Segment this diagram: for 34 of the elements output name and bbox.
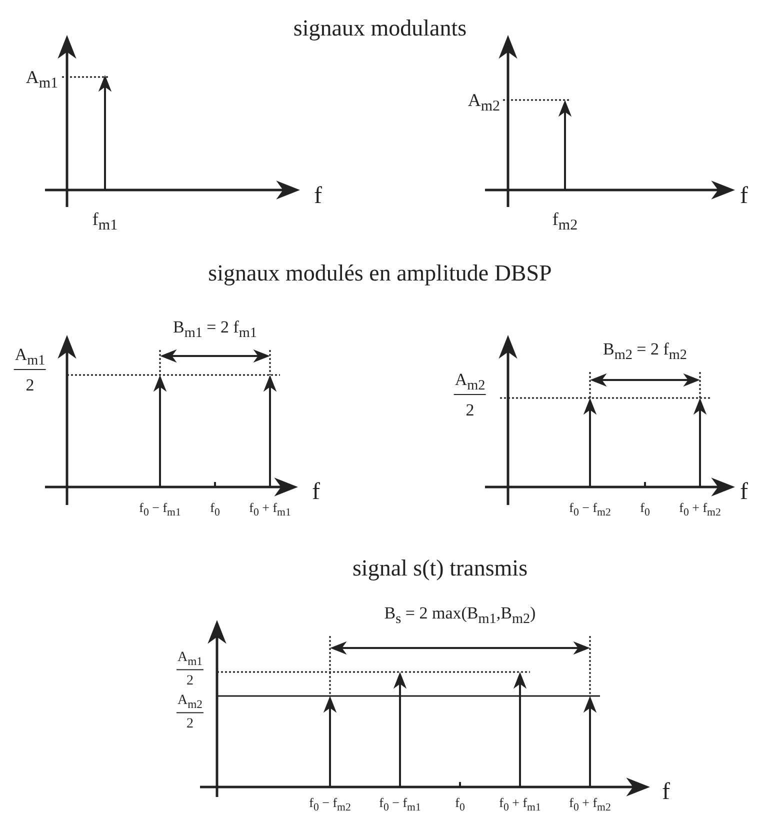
- section-heading: signaux modulants: [293, 15, 467, 41]
- section-heading: signaux modulés en amplitude DBSP: [208, 260, 552, 286]
- amplitude-label: A$_{m2}$: [176, 693, 204, 713]
- frequency-label: f$_{0}$: [455, 796, 465, 814]
- frequency-label: f$_{0}$ − f$_{m2}$: [569, 500, 611, 520]
- amplitude-label: A$_{m1}$: [176, 650, 204, 670]
- frequency-label: f$_{0}$ − f$_{m2}$: [309, 796, 351, 814]
- section-heading: signal s(t) transmis: [352, 555, 528, 581]
- frequency-label: f$_{m2}$: [552, 210, 578, 234]
- frequency-label: f$_{0}$ − f$_{m1}$: [139, 500, 181, 520]
- axis-label: f: [314, 182, 322, 210]
- bandwidth-label: B$_{s}$ = 2 max(B$_{m1}$,B$_{m2}$): [384, 604, 536, 628]
- axis-label: f: [740, 478, 748, 506]
- denominator-label: 2: [26, 376, 34, 396]
- frequency-label: f$_{0}$ + f$_{m2}$: [569, 796, 611, 814]
- denominator-label: 2: [186, 673, 194, 689]
- frequency-label: f$_{0}$: [640, 500, 650, 520]
- frequency-label: f$_{0}$ + f$_{m2}$: [679, 500, 721, 520]
- amplitude-label: A$_{m2}$: [454, 371, 486, 395]
- bandwidth-label: B$_{m2}$ = 2 f$_{m2}$: [602, 340, 688, 364]
- amplitude-label: A$_{m2}$: [468, 90, 500, 116]
- amplitude-label: A$_{m1}$: [14, 346, 46, 370]
- axis-label: f: [312, 478, 320, 506]
- frequency-label: f$_{0}$: [210, 500, 220, 520]
- amplitude-label: A$_{m1}$: [26, 68, 58, 92]
- axis-label: f: [740, 182, 748, 210]
- denominator-label: 2: [466, 402, 474, 420]
- bandwidth-label: B$_{m1}$ = 2 f$_{m1}$: [172, 318, 258, 342]
- axis-label: f: [662, 778, 670, 806]
- frequency-label: f$_{m1}$: [92, 210, 118, 234]
- frequency-label: f$_{0}$ + f$_{m1}$: [499, 796, 541, 814]
- frequency-label: f$_{0}$ + f$_{m1}$: [249, 500, 291, 520]
- frequency-label: f$_{0}$ − f$_{m1}$: [379, 796, 421, 814]
- denominator-label: 2: [186, 716, 194, 732]
